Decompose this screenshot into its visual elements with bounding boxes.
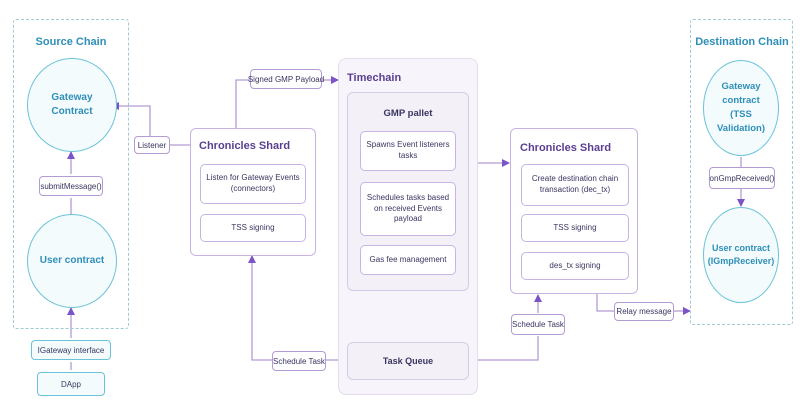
submit-message-label: submitMessage()	[39, 176, 103, 196]
source-chain-box	[13, 19, 129, 329]
arrow-schedule-left	[248, 255, 272, 361]
destination-chain-box	[690, 19, 793, 325]
destination-gateway-contract: Gateway contract (TSS Validation)	[703, 60, 779, 156]
igateway-interface: IGateway interface	[31, 340, 111, 360]
on-gmp-received-label: onGmpReceived()	[709, 167, 775, 189]
signed-gmp-payload-label: Signed GMP Payload	[248, 69, 324, 89]
source-chain-title: Source Chain	[35, 36, 107, 48]
arrow-listener-to-gateway	[111, 102, 151, 137]
schedules-tasks: Schedules tasks based on received Events…	[360, 182, 456, 236]
shard-left-title: Chronicles Shard	[199, 140, 291, 152]
timechain-title: Timechain	[347, 72, 402, 84]
spawns-event-listeners: Spawns Event listeners tasks	[360, 131, 456, 171]
shard-right-title: Chronicles Shard	[520, 142, 612, 154]
gas-fee-management: Gas fee management	[360, 245, 456, 275]
dapp-box: DApp	[37, 372, 105, 396]
tss-signing-left: TSS signing	[200, 214, 306, 242]
task-queue-box: Task Queue	[347, 342, 469, 380]
des-tx-signing: des_tx signing	[521, 252, 629, 280]
schedule-task-left-label: Schedule Task	[272, 351, 326, 371]
listener-label: Listener	[134, 136, 170, 154]
schedule-task-right-label: Schedule Task	[511, 314, 565, 335]
source-gateway-contract: Gateway Contract	[27, 58, 117, 152]
destination-user-contract: User contract (IGmpReceiver)	[703, 207, 779, 303]
destination-chain-title: Destination Chain	[695, 36, 789, 48]
gmp-pallet-title: GMP pallet	[383, 108, 433, 119]
tss-signing-right: TSS signing	[521, 214, 629, 242]
relay-message-label: Relay message	[614, 302, 674, 321]
create-destination-tx: Create destination chain transaction (de…	[521, 164, 629, 206]
listen-gateway-events: Listen for Gateway Events (connectors)	[200, 164, 306, 204]
source-user-contract: User contract	[27, 214, 117, 308]
